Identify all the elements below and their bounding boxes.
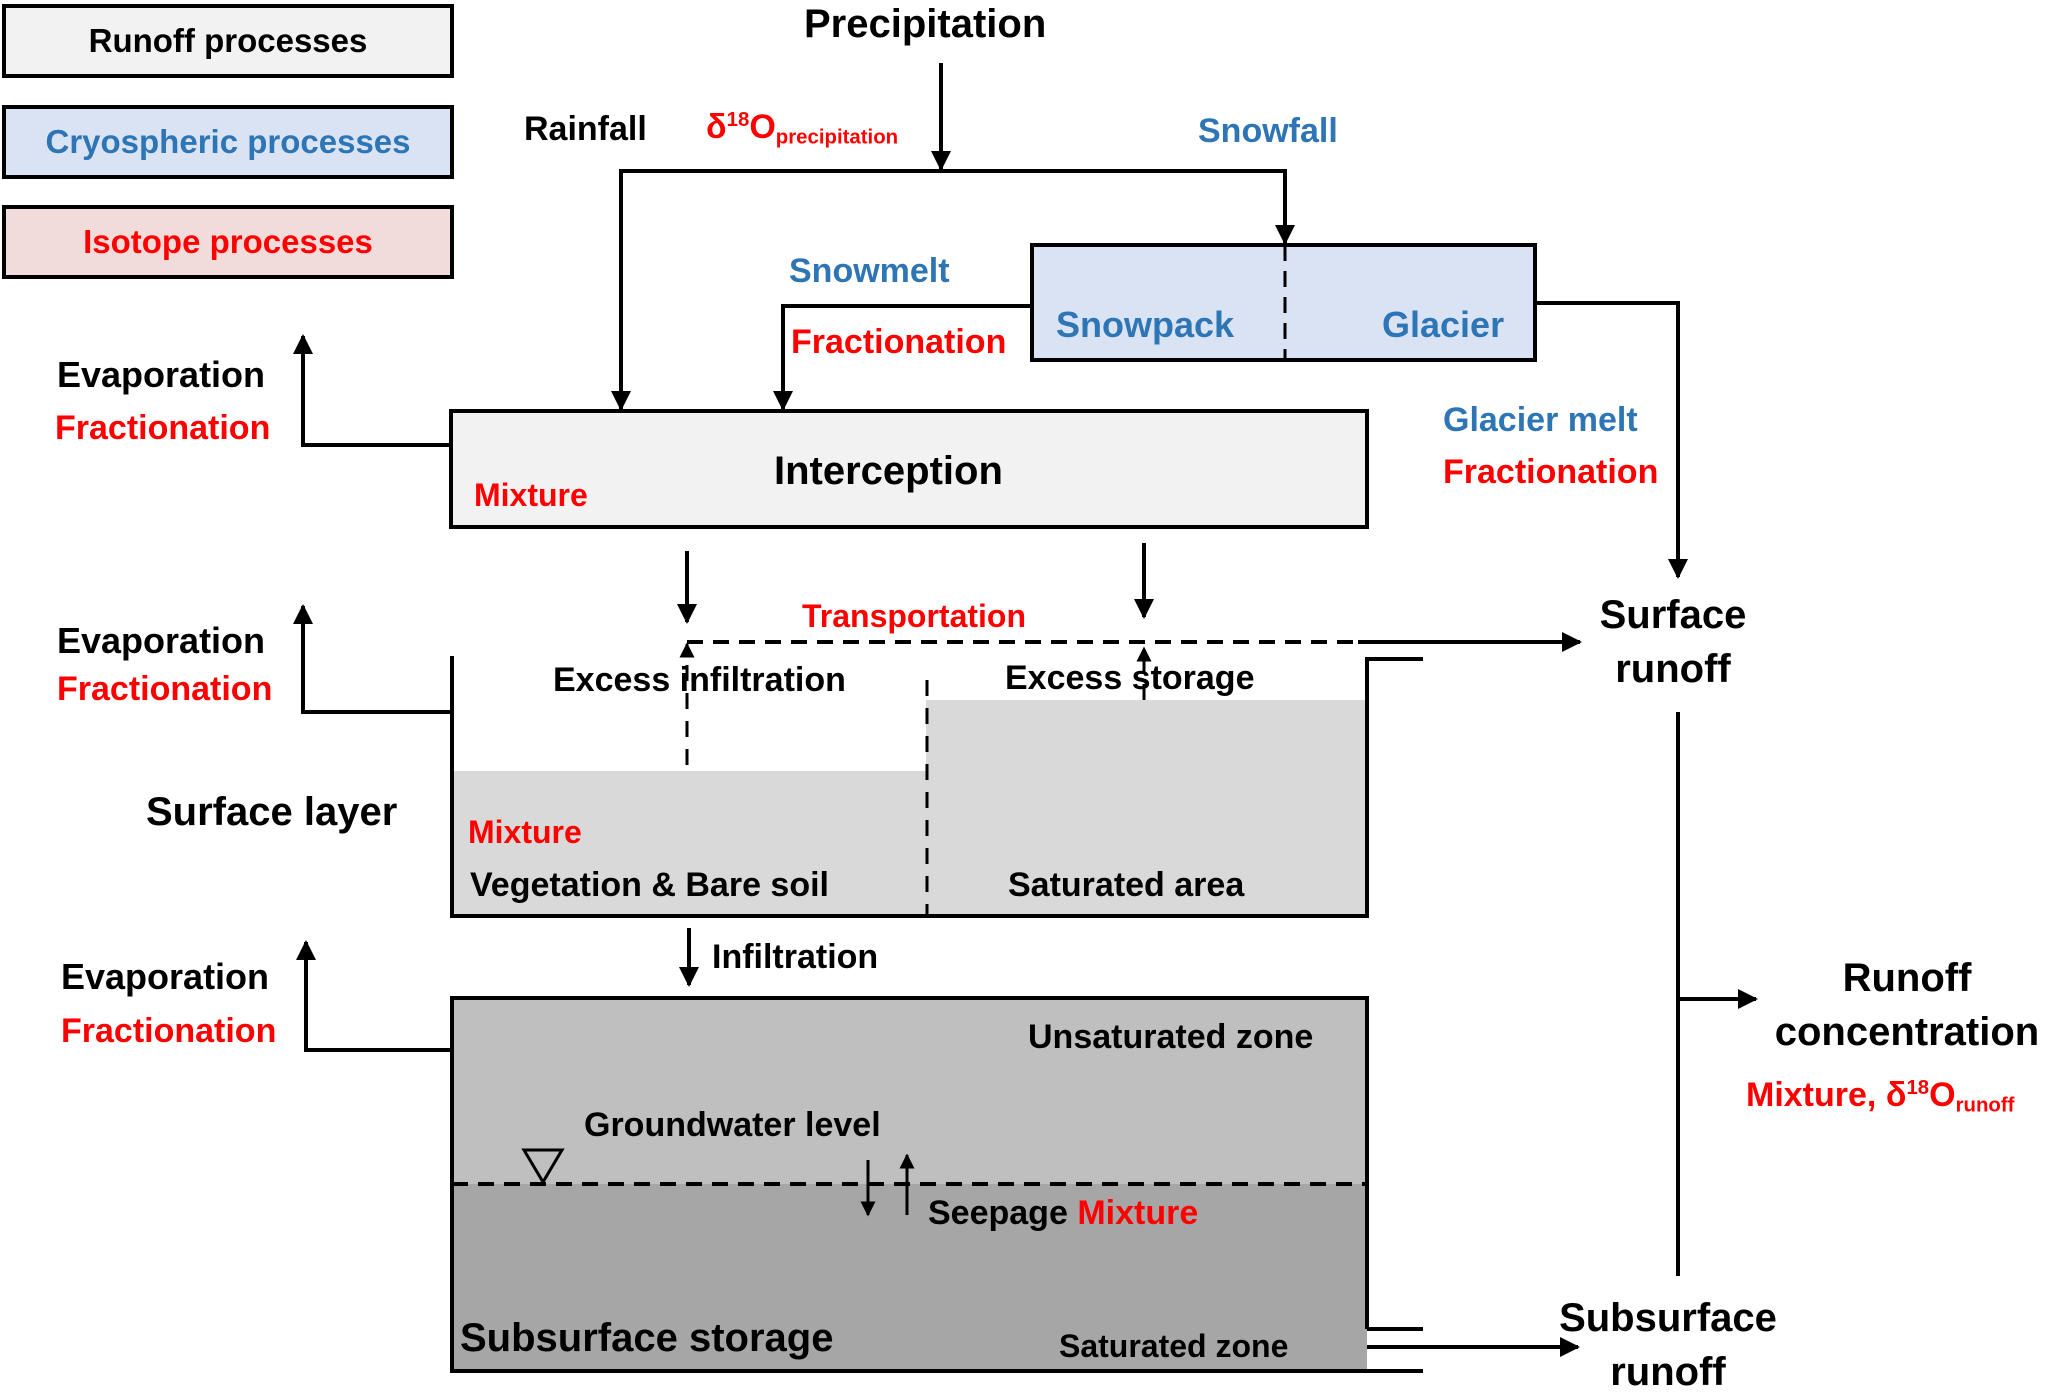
legend-runoff-label: Runoff processes [88, 22, 368, 59]
glacier-melt-label: Glacier melt [1443, 401, 1638, 439]
snowmelt-label: Snowmelt [789, 252, 950, 290]
seepage-text: Seepage [928, 1194, 1068, 1232]
saturated-zone-label: Saturated zone [1059, 1328, 1289, 1364]
glacier-melt-line [1535, 301, 1688, 579]
transportation-label: Transportation [802, 598, 1027, 634]
glacier-label: Glacier [1382, 304, 1505, 345]
snowmelt-fractionation-label: Fractionation [791, 323, 1007, 361]
glacier-melt-fractionation-label: Fractionation [1443, 453, 1659, 491]
evap-line-2 [293, 604, 452, 714]
saturated-fill [452, 1184, 1367, 1371]
evap-line-1 [293, 334, 451, 447]
legend-runoff-processes: Runoff processes [2, 4, 454, 78]
excess-infiltration-label: Excess infiltration [553, 661, 846, 699]
surface-mixture-label: Mixture [468, 814, 582, 850]
legend-isotope-label: Isotope processes [83, 223, 373, 260]
legend-cryo-label: Cryospheric processes [45, 123, 411, 160]
subsurface-storage-label: Subsurface storage [460, 1316, 834, 1360]
legend-isotope-processes: Isotope processes [2, 205, 454, 279]
snowpack-label: Snowpack [1056, 304, 1235, 345]
excess-storage-label: Excess storage [1005, 659, 1255, 697]
rain-snow-split [619, 169, 1287, 411]
runoff-isotope-label: Mixture, δ18Orunoff [1746, 1076, 2015, 1117]
evaporation-label-3: Evaporation [61, 956, 270, 997]
saturated-area-fill [926, 700, 1367, 916]
saturated-area-label: Saturated area [1008, 866, 1245, 904]
infiltration-label: Infiltration [712, 938, 879, 976]
seepage-label: Seepage Mixture [928, 1196, 1198, 1230]
snowfall-label: Snowfall [1198, 112, 1338, 150]
fractionation-label-2: Fractionation [57, 670, 273, 708]
rainfall-label: Rainfall [524, 110, 647, 148]
fractionation-label-1: Fractionation [55, 409, 271, 447]
evap-line-3 [296, 940, 452, 1052]
vegetation-fill [452, 771, 926, 916]
precipitation-label: Precipitation [804, 2, 1047, 46]
groundwater-level-label: Groundwater level [584, 1106, 881, 1144]
evaporation-label-2: Evaporation [57, 620, 266, 661]
subsurface-box [450, 996, 1369, 1373]
legend-cryospheric-processes: Cryospheric processes [2, 105, 454, 179]
interception-title: Interception [774, 449, 1003, 493]
seepage-mixture-text: Mixture [1077, 1194, 1199, 1232]
surface-layer-label: Surface layer [146, 790, 398, 834]
delta-precipitation-label: δ18Oprecipitation [706, 108, 899, 149]
unsaturated-fill [452, 998, 1367, 1184]
groundwater-triangle-icon [521, 1148, 565, 1185]
evaporation-label-1: Evaporation [57, 354, 266, 395]
vegetation-bare-soil-label: Vegetation & Bare soil [470, 866, 829, 904]
snowmelt-line [773, 304, 1032, 411]
interception-box [449, 409, 1369, 529]
fractionation-label-3: Fractionation [61, 1012, 277, 1050]
interception-mixture-label: Mixture [474, 477, 588, 513]
surface-layer-container [450, 656, 1423, 918]
unsaturated-zone-label: Unsaturated zone [1028, 1018, 1314, 1056]
